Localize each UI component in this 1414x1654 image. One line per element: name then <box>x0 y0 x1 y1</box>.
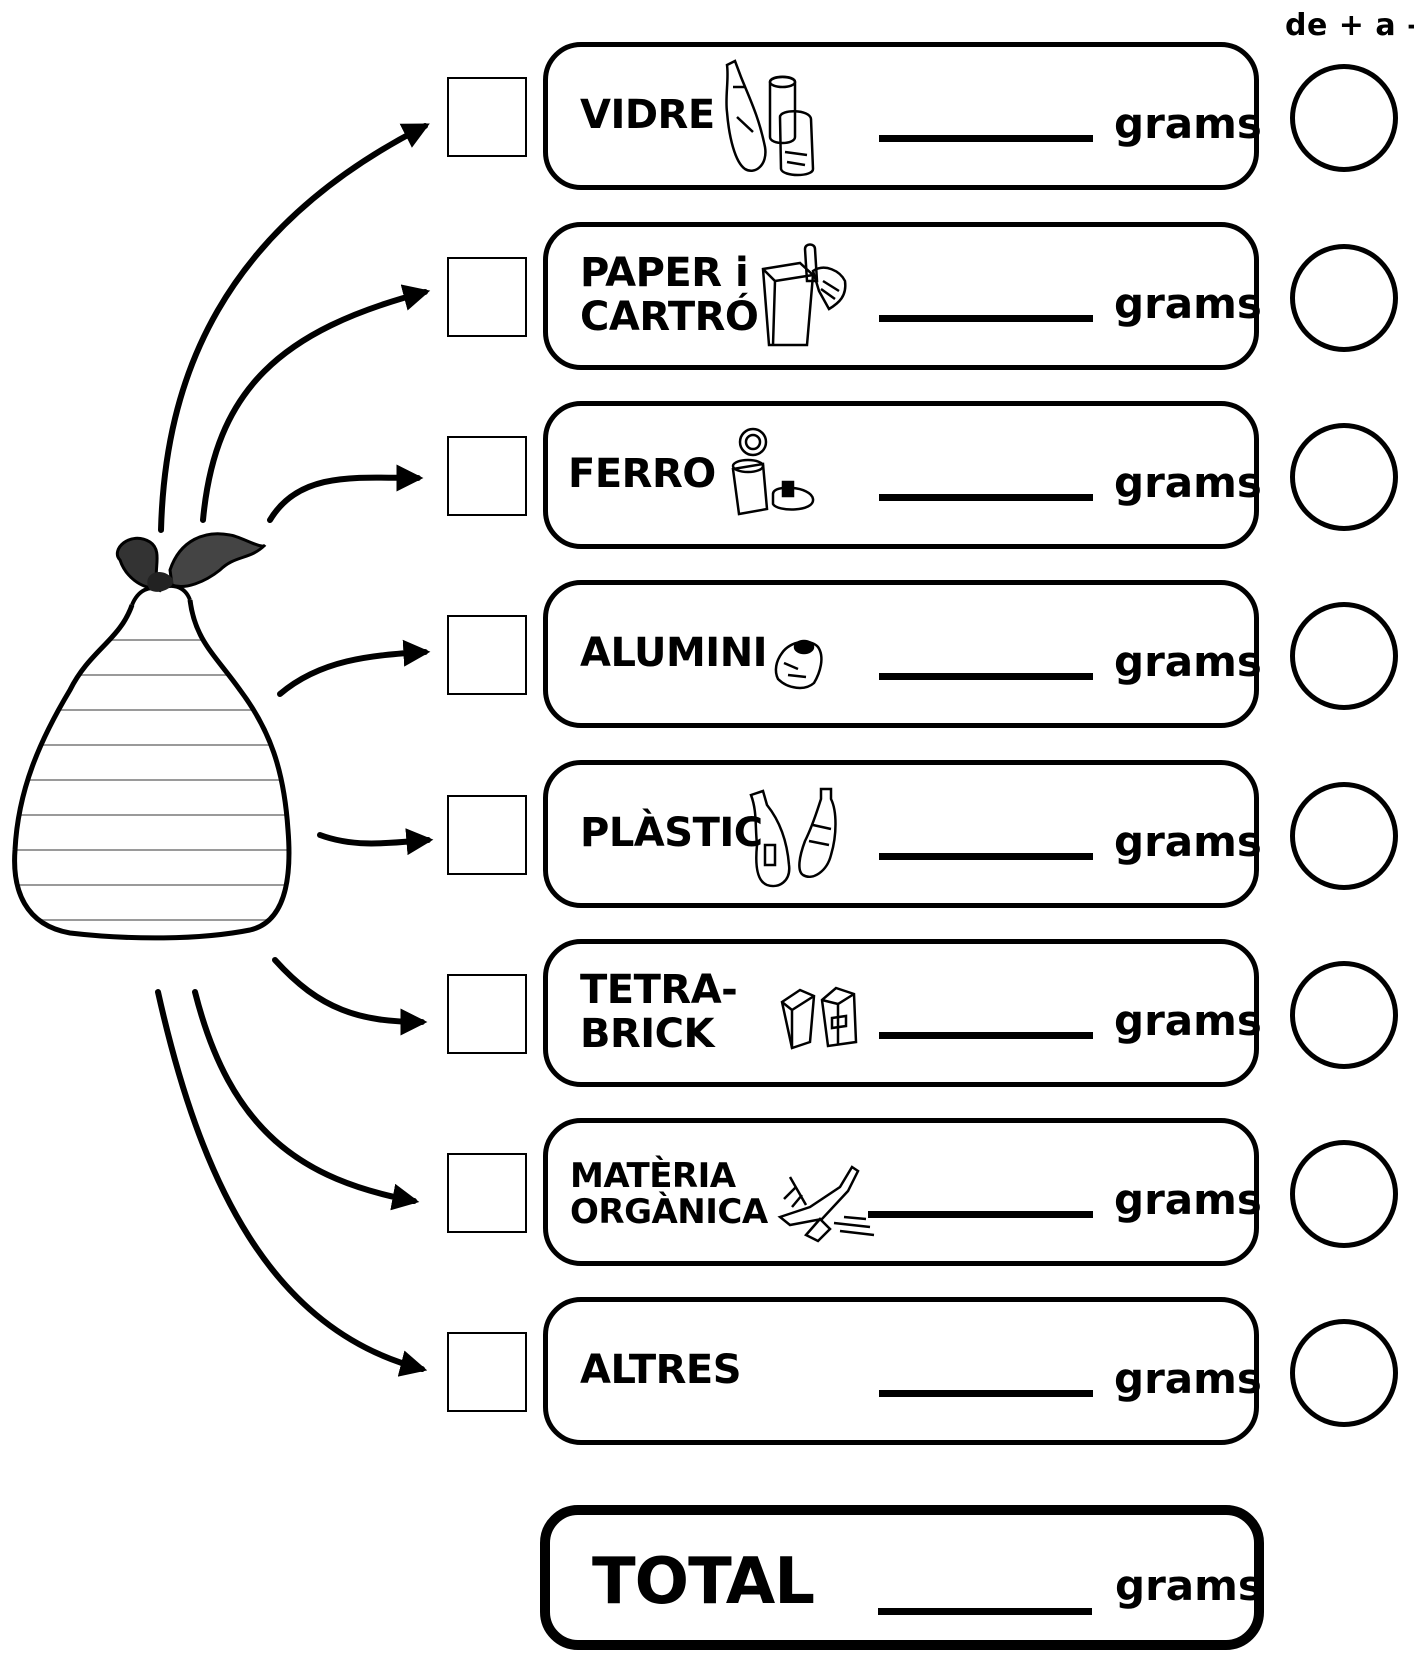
row-paper-cartro: PAPER i CARTRÓ grams <box>0 222 1414 372</box>
label-tetrabrick: TETRA- BRICK <box>580 967 738 1057</box>
row-ferro: FERRO grams <box>0 401 1414 551</box>
total-label: TOTAL <box>592 1545 815 1619</box>
blank-altres[interactable] <box>879 1390 1093 1397</box>
checkbox-altres[interactable] <box>447 1332 527 1412</box>
label-plastic: PLÀSTIC <box>580 810 763 856</box>
arrow-alumini <box>277 639 431 697</box>
checkbox-paper-cartro[interactable] <box>447 257 527 337</box>
arrow-vidre <box>158 123 430 533</box>
row-alumini: ALUMINI grams <box>0 580 1414 730</box>
label-ferro: FERRO <box>568 451 716 497</box>
rank-circle-vidre[interactable] <box>1290 64 1398 172</box>
blank-ferro[interactable] <box>879 494 1093 501</box>
food-scraps-icon <box>777 1165 875 1243</box>
checkbox-materia-organica[interactable] <box>447 1153 527 1233</box>
arrow-tetrabrick <box>272 957 428 1036</box>
blank-plastic[interactable] <box>879 853 1093 860</box>
unit-altres: grams <box>1114 1354 1262 1403</box>
label-altres: ALTRES <box>580 1347 742 1393</box>
card-alumini: ALUMINI grams <box>543 580 1262 728</box>
label-paper-cartro: PAPER i CARTRÓ <box>580 250 759 340</box>
row-tetrabrick: TETRA- BRICK grams <box>0 939 1414 1089</box>
aluminium-can-icon <box>774 639 823 690</box>
card-altres: ALTRES grams <box>543 1297 1262 1445</box>
unit-tetrabrick: grams <box>1114 996 1262 1045</box>
blank-materia-organica[interactable] <box>868 1211 1093 1218</box>
unit-materia-organica: grams <box>1114 1175 1262 1224</box>
blank-alumini[interactable] <box>879 673 1093 680</box>
total-blank[interactable] <box>878 1608 1092 1615</box>
row-materia-organica: MATÈRIA ORGÀNICA grams <box>0 1118 1414 1268</box>
blank-vidre[interactable] <box>879 135 1093 142</box>
card-materia-organica: MATÈRIA ORGÀNICA grams <box>543 1118 1262 1266</box>
carton-icon <box>780 986 858 1050</box>
unit-paper-cartro: grams <box>1114 279 1262 328</box>
row-plastic: PLÀSTIC grams <box>0 760 1414 910</box>
label-materia-organica: MATÈRIA ORGÀNICA <box>570 1156 768 1232</box>
label-vidre: VIDRE <box>580 92 715 138</box>
garbage-bag-icon <box>12 532 292 941</box>
blank-tetrabrick[interactable] <box>879 1032 1093 1039</box>
rank-circle-paper-cartro[interactable] <box>1290 244 1398 352</box>
paper-bag-icon <box>761 243 847 347</box>
total-card: TOTAL grams <box>540 1505 1264 1650</box>
checkbox-plastic[interactable] <box>447 795 527 875</box>
unit-ferro: grams <box>1114 458 1262 507</box>
label-alumini: ALUMINI <box>580 630 768 676</box>
rank-circle-altres[interactable] <box>1290 1319 1398 1427</box>
unit-alumini: grams <box>1114 637 1262 686</box>
blank-paper-cartro[interactable] <box>879 315 1093 322</box>
rank-circle-plastic[interactable] <box>1290 782 1398 890</box>
arrow-paper <box>200 284 431 523</box>
card-paper-cartro: PAPER i CARTRÓ grams <box>543 222 1262 370</box>
tin-can-icon <box>731 427 815 516</box>
arrow-ferro <box>267 464 424 523</box>
unit-vidre: grams <box>1114 99 1262 148</box>
arrow-altres <box>155 989 428 1377</box>
glass-bottles-icon <box>725 59 815 177</box>
checkbox-ferro[interactable] <box>447 436 527 516</box>
row-altres: ALTRES grams <box>0 1297 1414 1447</box>
arrow-plastic <box>317 828 434 856</box>
card-plastic: PLÀSTIC grams <box>543 760 1262 908</box>
rank-header: de + a – <box>1285 8 1414 43</box>
card-ferro: FERRO grams <box>543 401 1262 549</box>
checkbox-alumini[interactable] <box>447 615 527 695</box>
card-vidre: VIDRE grams <box>543 42 1262 190</box>
total-unit: grams <box>1115 1561 1263 1610</box>
arrow-materia <box>192 989 420 1211</box>
rank-circle-materia-organica[interactable] <box>1290 1140 1398 1248</box>
checkbox-tetrabrick[interactable] <box>447 974 527 1054</box>
plastic-bottles-icon <box>749 787 837 888</box>
card-tetrabrick: TETRA- BRICK grams <box>543 939 1262 1087</box>
row-vidre: VIDRE grams <box>0 42 1414 192</box>
unit-plastic: grams <box>1114 817 1262 866</box>
rank-circle-alumini[interactable] <box>1290 602 1398 710</box>
checkbox-vidre[interactable] <box>447 77 527 157</box>
rank-circle-tetrabrick[interactable] <box>1290 961 1398 1069</box>
rank-circle-ferro[interactable] <box>1290 423 1398 531</box>
